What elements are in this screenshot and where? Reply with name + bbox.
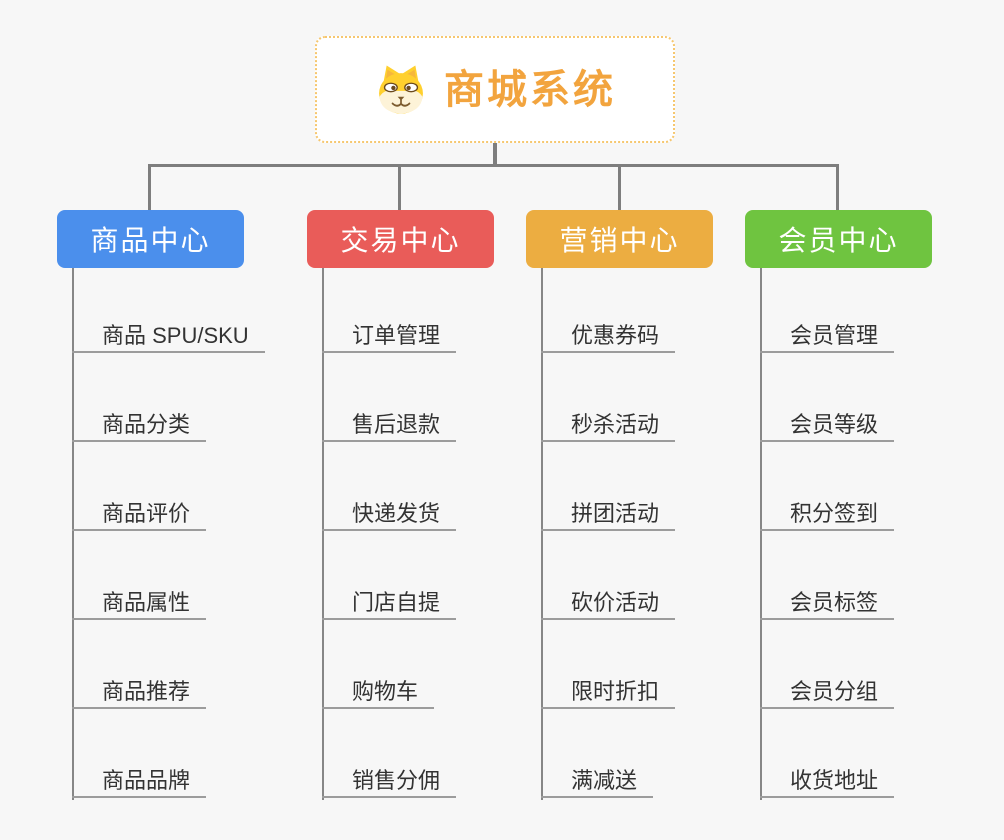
connector-drop-product <box>148 166 151 210</box>
leaf-node[interactable]: 优惠券码 <box>541 317 676 353</box>
connector-drop-trade <box>398 166 401 210</box>
leaf-node[interactable]: 商品推荐 <box>72 673 207 709</box>
trunk-line-member <box>760 268 762 800</box>
connector-root-stub <box>493 143 497 166</box>
leaf-node[interactable]: 积分签到 <box>760 495 895 531</box>
leaf-node[interactable]: 售后退款 <box>322 406 457 442</box>
leaf-node[interactable]: 门店自提 <box>322 584 457 620</box>
trunk-line-product <box>72 268 74 800</box>
leaf-node[interactable]: 会员分组 <box>760 673 895 709</box>
branch-label: 交易中心 <box>340 225 461 256</box>
leaf-node[interactable]: 限时折扣 <box>541 673 676 709</box>
root-title: 商城系统 <box>444 67 616 112</box>
branch-node-member-center[interactable]: 会员中心 <box>745 210 932 268</box>
leaf-node[interactable]: 砍价活动 <box>541 584 676 620</box>
connector-horizontal-spine <box>148 164 839 167</box>
leaf-node[interactable]: 拼团活动 <box>541 495 676 531</box>
leaf-node[interactable]: 快递发货 <box>322 495 457 531</box>
leaf-node[interactable]: 订单管理 <box>322 317 457 353</box>
leaf-node[interactable]: 会员标签 <box>760 584 895 620</box>
leaf-node[interactable]: 商品分类 <box>72 406 207 442</box>
leaf-node[interactable]: 商品品牌 <box>72 762 207 798</box>
leaf-node[interactable]: 商品属性 <box>72 584 207 620</box>
branch-node-marketing-center[interactable]: 营销中心 <box>526 210 713 268</box>
trunk-line-marketing <box>541 268 543 800</box>
leaf-node[interactable]: 会员等级 <box>760 406 895 442</box>
branch-node-product-center[interactable]: 商品中心 <box>57 210 244 268</box>
connector-drop-marketing <box>618 166 621 210</box>
leaf-node[interactable]: 商品评价 <box>72 495 207 531</box>
leaf-node[interactable]: 购物车 <box>322 673 435 709</box>
branch-node-trade-center[interactable]: 交易中心 <box>307 210 494 268</box>
leaf-node[interactable]: 秒杀活动 <box>541 406 676 442</box>
branch-label: 商品中心 <box>90 225 211 256</box>
branch-label: 会员中心 <box>778 225 899 256</box>
branch-label: 营销中心 <box>559 225 680 256</box>
leaf-node[interactable]: 销售分佣 <box>322 762 457 798</box>
trunk-line-trade <box>322 268 324 800</box>
root-node-mall-system[interactable]: 商城系统 <box>315 36 675 143</box>
leaf-node[interactable]: 收货地址 <box>760 762 895 798</box>
connector-drop-member <box>836 166 839 210</box>
doge-icon <box>379 65 423 114</box>
leaf-node[interactable]: 商品 SPU/SKU <box>72 317 265 353</box>
leaf-node[interactable]: 满减送 <box>541 762 654 798</box>
leaf-node[interactable]: 会员管理 <box>760 317 895 353</box>
